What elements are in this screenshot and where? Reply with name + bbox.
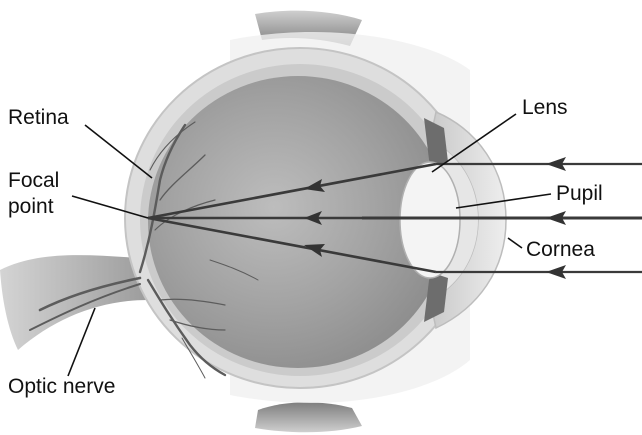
label-focal-point-line1: Focal xyxy=(8,169,59,192)
leader-cornea xyxy=(508,238,522,248)
label-lens: Lens xyxy=(522,96,568,119)
label-cornea: Cornea xyxy=(526,238,595,261)
label-retina: Retina xyxy=(8,106,69,129)
label-pupil: Pupil xyxy=(556,182,603,205)
label-focal-point-line2: point xyxy=(8,195,54,218)
lower-eyelid xyxy=(255,402,362,432)
leader-optic-nerve xyxy=(68,308,95,376)
label-optic-nerve: Optic nerve xyxy=(8,375,115,398)
lens-shape xyxy=(400,162,460,278)
optic-nerve-sheath xyxy=(0,255,148,350)
